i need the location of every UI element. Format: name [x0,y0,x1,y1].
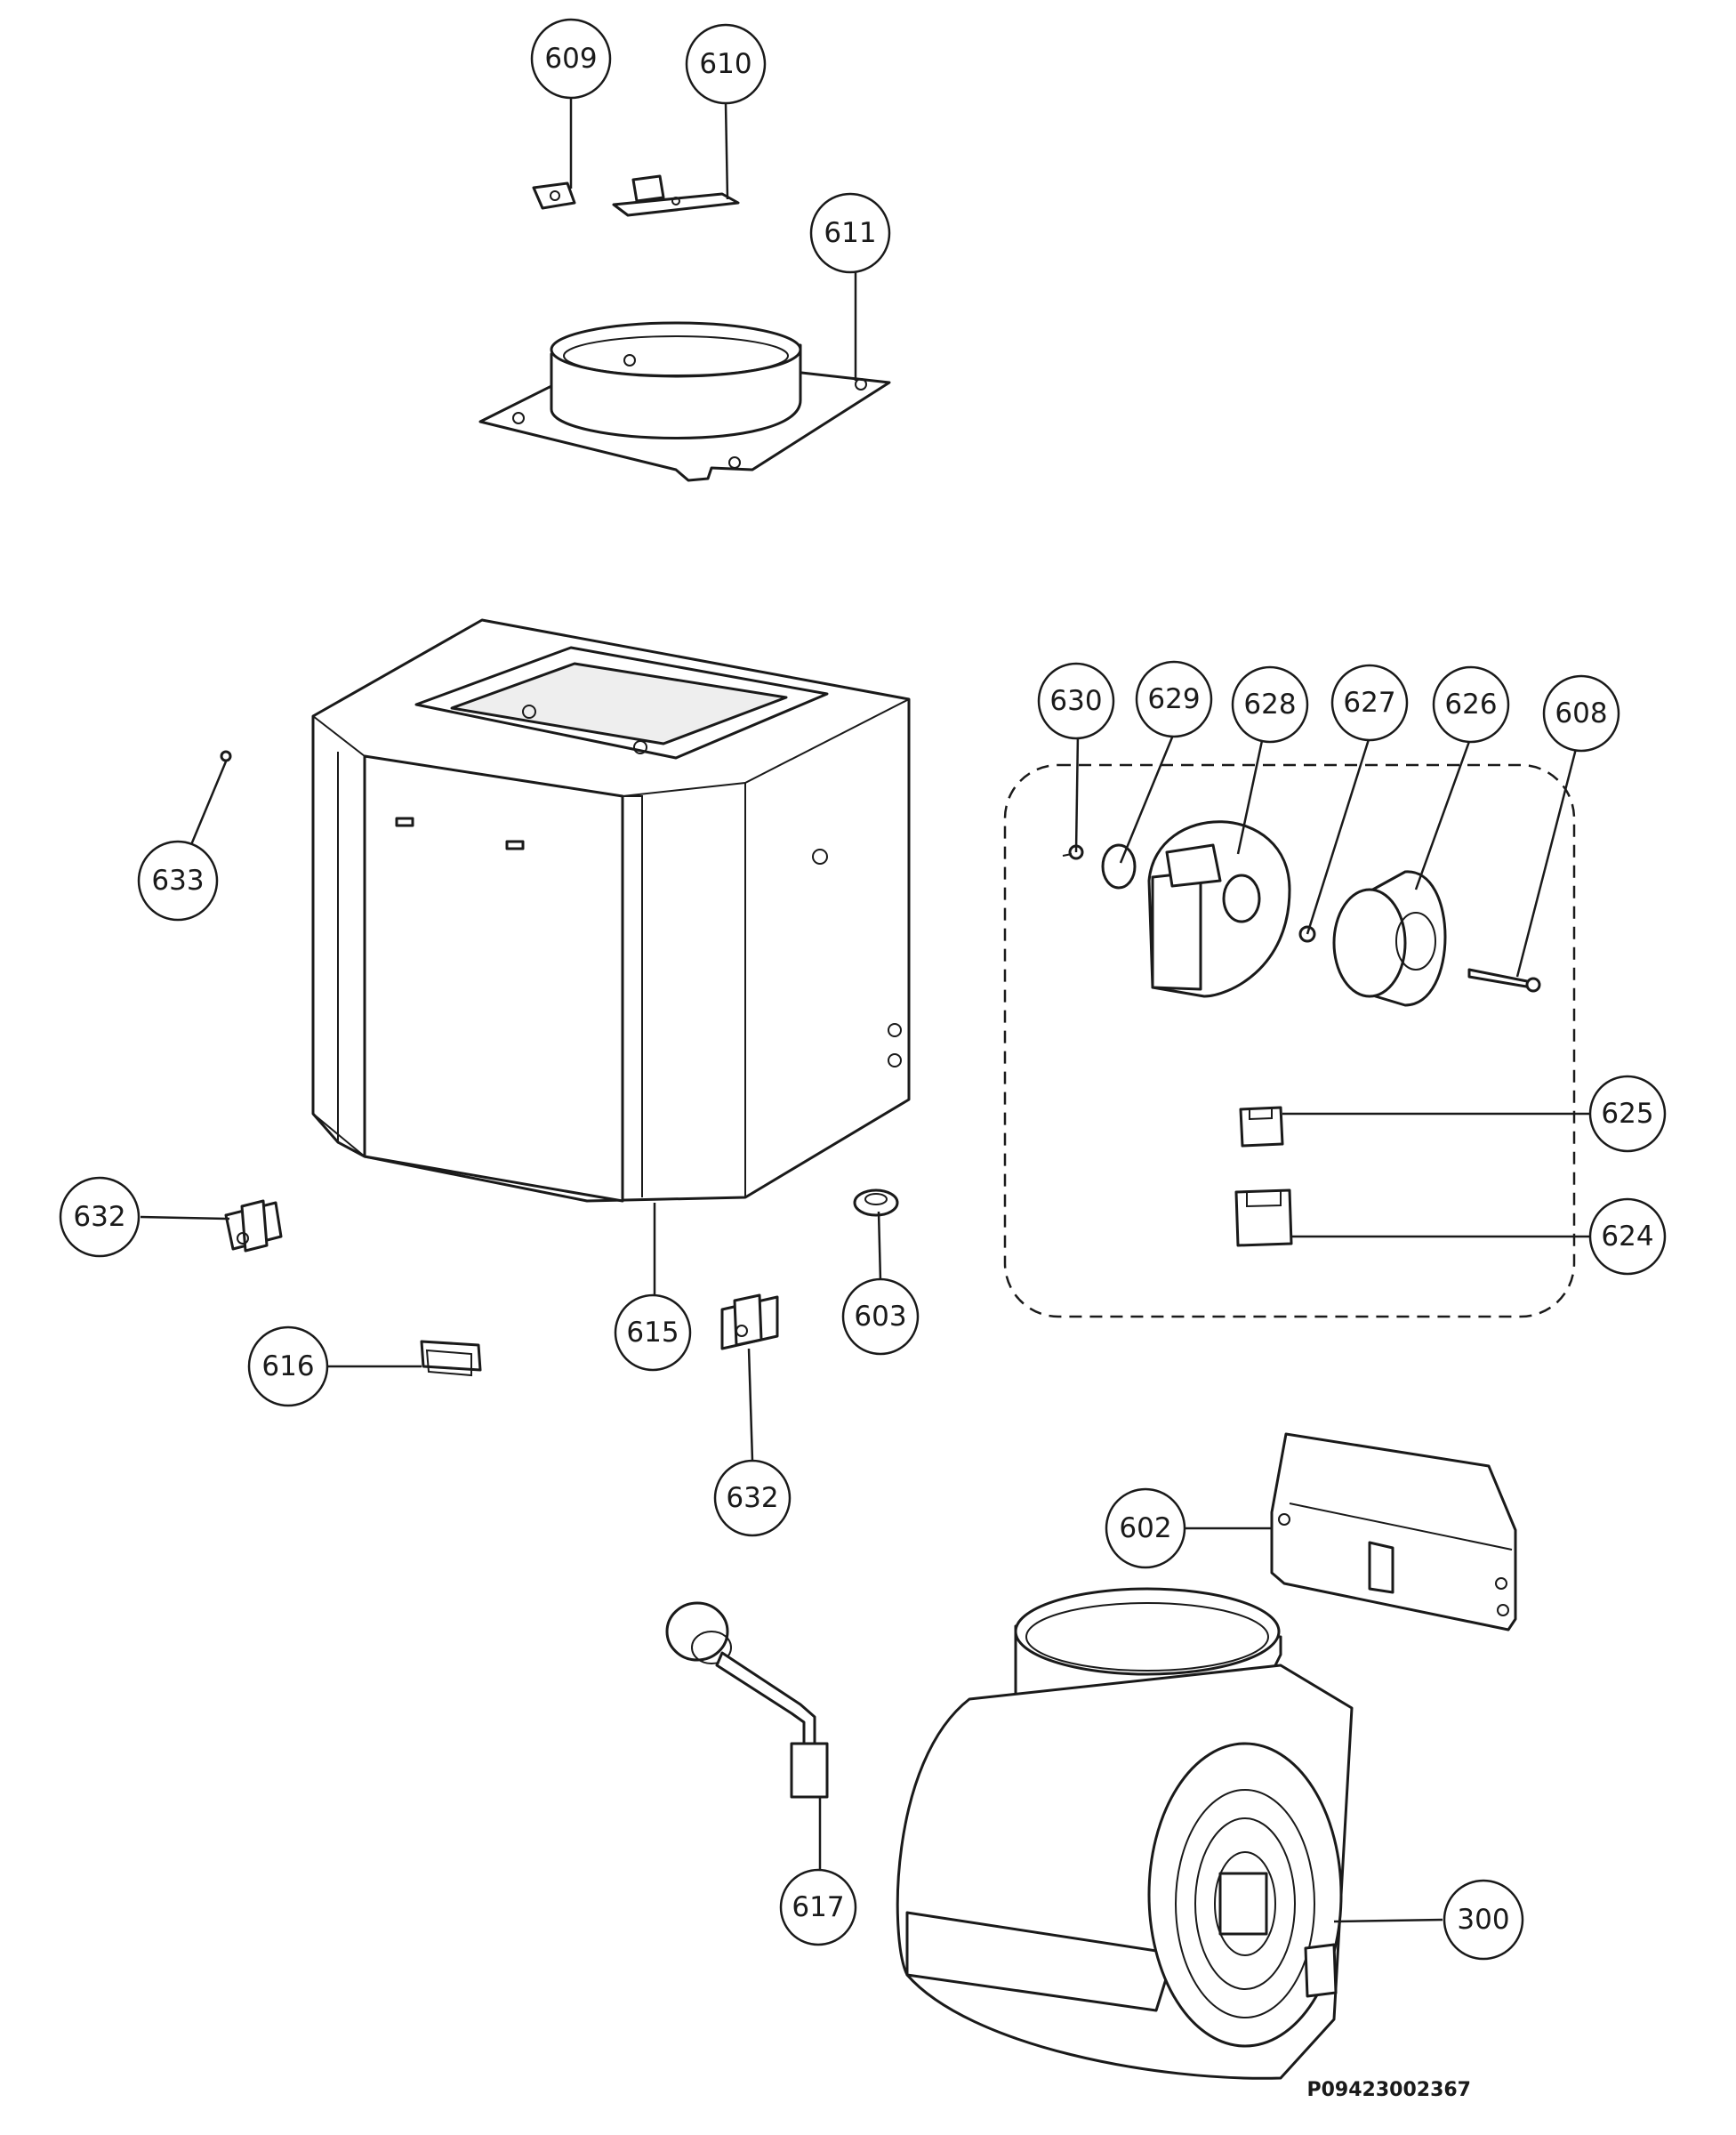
leader-lines [140,93,1594,1923]
callout-632-center: 632 [713,1459,792,1537]
part-602-plate [1270,1432,1517,1631]
callout-609: 609 [530,18,612,100]
callout-610: 610 [685,23,767,105]
callout-608: 608 [1542,674,1620,753]
part-615-housing [311,618,911,1203]
part-616-clip [420,1340,482,1377]
callout-630: 630 [1037,662,1115,740]
callout-615: 615 [614,1293,692,1372]
svg-text:611: 611 [824,217,876,249]
motor-kit-group-outline [1003,763,1576,1318]
svg-text:624: 624 [1601,1221,1653,1253]
document-code: P09423002367 [1306,2079,1471,2101]
part-626-impeller [1332,870,1447,1007]
svg-text:608: 608 [1555,697,1607,729]
callout-625: 625 [1588,1075,1667,1153]
svg-text:615: 615 [626,1317,679,1349]
callout-602: 602 [1105,1487,1186,1569]
callout-632-left: 632 [59,1176,141,1258]
svg-text:632: 632 [726,1482,778,1514]
svg-text:626: 626 [1444,689,1497,721]
svg-text:602: 602 [1119,1512,1171,1544]
svg-text:630: 630 [1049,685,1102,717]
callout-627: 627 [1330,664,1409,742]
svg-text:603: 603 [854,1301,906,1333]
part-625-connector [1239,1106,1284,1148]
part-629-washer [1101,843,1137,890]
callout-616: 616 [247,1325,329,1407]
part-608-pin [1467,968,1541,993]
callout-603: 603 [841,1277,920,1356]
callout-611: 611 [809,192,891,274]
part-603-grommet [853,1188,899,1217]
part-609-clip [532,181,576,210]
callout-617: 617 [779,1868,857,1946]
callout-629: 629 [1135,660,1213,738]
svg-text:610: 610 [699,48,751,80]
svg-text:617: 617 [792,1891,844,1923]
part-633-screw [220,750,232,762]
svg-text:616: 616 [261,1350,314,1382]
part-300-blower [896,1587,1354,2080]
callout-628: 628 [1231,665,1309,744]
svg-text:632: 632 [73,1201,125,1233]
svg-text:609: 609 [544,43,597,75]
svg-text:625: 625 [1601,1098,1653,1130]
part-632-clip-center [720,1293,779,1350]
part-628-motor [1147,820,1291,998]
svg-text:633: 633 [151,865,204,897]
callout-300: 300 [1443,1879,1524,1961]
callout-626: 626 [1432,665,1510,744]
svg-text:628: 628 [1243,689,1296,721]
svg-text:627: 627 [1343,687,1395,719]
part-611-flange-plate [478,321,891,482]
svg-text:300: 300 [1457,1904,1509,1936]
part-624-connector [1234,1188,1293,1247]
part-617-lamp [665,1601,829,1799]
part-610-bracket [612,174,740,217]
callout-624: 624 [1588,1197,1667,1276]
svg-text:629: 629 [1147,683,1200,715]
part-632-clip-left [224,1199,283,1253]
part-630-screw [1062,844,1084,860]
callout-633: 633 [137,840,219,922]
